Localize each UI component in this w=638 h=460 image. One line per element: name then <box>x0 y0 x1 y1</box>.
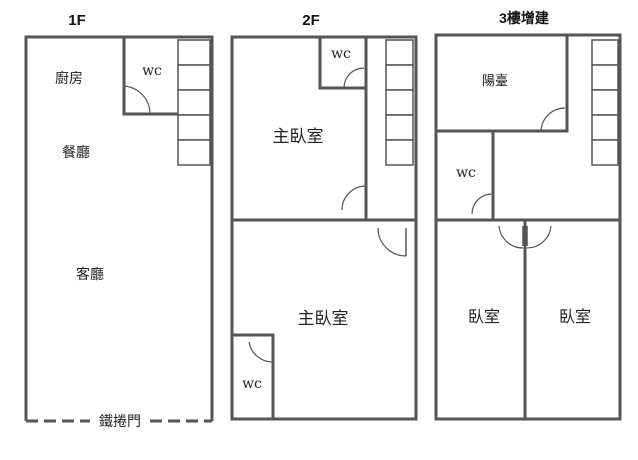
floor-3f-bedroom-left-door-swing <box>498 225 524 249</box>
room-label-bedroom-right: 臥室 <box>559 307 591 326</box>
floor-2f-wc-bottom-walls <box>232 333 275 419</box>
floor-2f-lower-door-swing <box>377 227 407 257</box>
floor-3f-bedroom-right-door-swing <box>526 225 552 249</box>
room-label-master-bottom: 主臥室 <box>298 309 349 329</box>
floor-3f-wc-door-swing <box>471 193 493 215</box>
room-label-wc: wc <box>142 63 162 79</box>
floor-1f-title: 1F <box>68 12 86 29</box>
floor-1f-stairs <box>177 39 211 166</box>
floor-3f-balcony-walls <box>436 35 569 133</box>
floor-1f-outline <box>24 35 214 421</box>
floor-2f-outline <box>230 35 418 421</box>
floor-1f-wc-door-swing <box>123 85 151 115</box>
floor-3f-balcony-door-swing <box>540 107 566 132</box>
floor-2f-wc-bottom-door-swing <box>248 341 274 363</box>
floor-2f-stairs <box>385 39 414 166</box>
floor-2f-wc-top-walls <box>318 37 366 90</box>
floor-3f-title: 3樓增建 <box>499 10 549 26</box>
floor-3f-stairs <box>591 39 619 166</box>
floor-3f-outline <box>434 33 622 421</box>
room-label-master-top: 主臥室 <box>273 127 324 147</box>
room-label-balcony: 陽臺 <box>482 74 508 89</box>
room-label-wc-top: wc <box>331 46 351 62</box>
room-label-kitchen: 廚房 <box>55 70 83 87</box>
floor-3f: 3樓增建 陽臺 wc 臥室 臥室 <box>434 10 622 421</box>
room-label-bedroom-left: 臥室 <box>468 307 500 326</box>
room-label-dining: 餐廳 <box>62 144 90 161</box>
room-label-living: 客廳 <box>76 266 104 283</box>
entrance-label: 鐵捲門 <box>99 413 141 430</box>
floor-2f-wc-top-door-swing <box>343 67 365 89</box>
floor-2f-master-door-swing <box>341 185 367 211</box>
floor-1f: 1F 廚房 餐廳 客廳 wc 鐵捲門 <box>24 12 214 430</box>
room-label-wc-bottom: wc <box>242 376 262 392</box>
floor-2f: 2F wc 主臥室 主臥室 wc <box>230 12 418 421</box>
floor-1f-wc-walls <box>122 37 178 116</box>
floor-2f-title: 2F <box>302 12 320 29</box>
room-label-wc-3f: wc <box>456 165 476 181</box>
